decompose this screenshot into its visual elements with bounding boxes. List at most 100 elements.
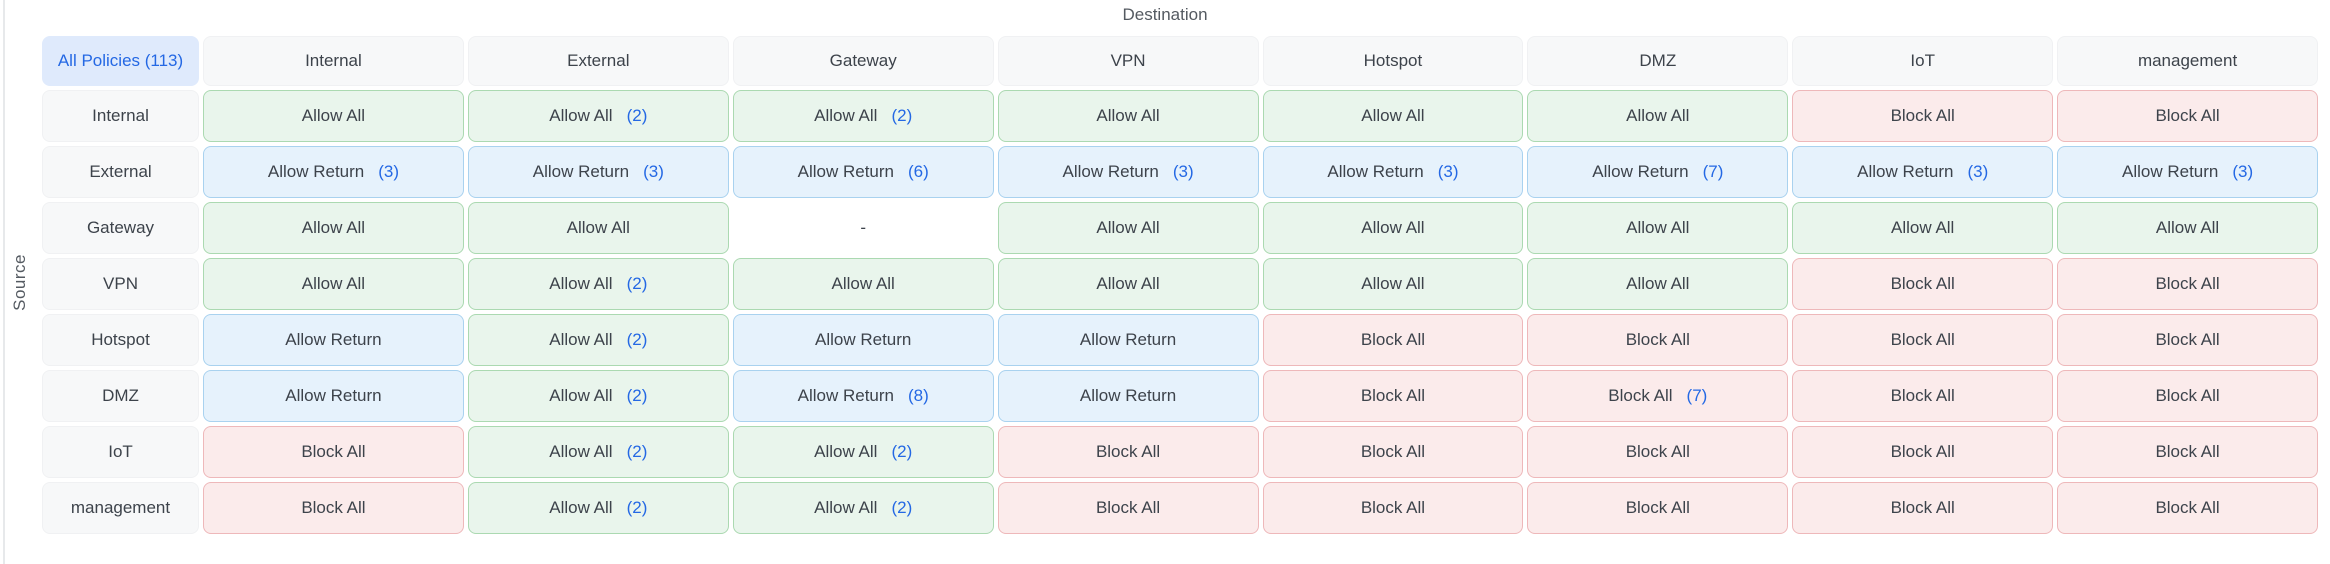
policy-cell-dmz-to-internal[interactable]: Allow Return xyxy=(203,370,464,422)
policy-action-label: Block All xyxy=(1625,330,1690,349)
policy-cell-hotspot-to-management[interactable]: Block All xyxy=(2057,314,2318,366)
policy-cell-vpn-to-gateway[interactable]: Allow All xyxy=(732,258,994,310)
policy-cell-hotspot-to-hotspot[interactable]: Block All xyxy=(1262,314,1524,366)
policy-action-label: Block All xyxy=(1095,498,1161,517)
policy-action-label: Block All xyxy=(1360,498,1426,517)
policy-cell-internal-to-gateway[interactable]: Allow All(2) xyxy=(732,90,994,142)
policy-count-badge: (3) xyxy=(1172,162,1194,181)
policy-cell-gateway-to-dmz[interactable]: Allow All xyxy=(1527,202,1789,254)
policy-cell-hotspot-to-dmz[interactable]: Block All xyxy=(1527,314,1789,366)
policy-action-label: Block All xyxy=(2155,274,2220,293)
policy-cell-iot-to-internal[interactable]: Block All xyxy=(203,426,464,478)
policy-cell-external-to-vpn[interactable]: Allow Return (3) xyxy=(997,146,1259,198)
policy-cell-vpn-to-dmz[interactable]: Allow All xyxy=(1527,258,1789,310)
policy-cell-dmz-to-dmz[interactable]: Block All(7) xyxy=(1527,370,1789,422)
policy-cell-gateway-to-vpn[interactable]: Allow All xyxy=(997,202,1259,254)
policy-action-label: Allow All xyxy=(549,274,613,293)
policy-cell-gateway-to-management[interactable]: Allow All xyxy=(2057,202,2318,254)
policy-action-label: Block All xyxy=(1608,386,1673,405)
policy-cell-iot-to-management[interactable]: Block All xyxy=(2057,426,2318,478)
policy-action-label: Allow Return xyxy=(1062,162,1159,181)
policy-action-label: Allow Return xyxy=(1327,162,1424,181)
policy-cell-hotspot-to-external[interactable]: Allow All(2) xyxy=(467,314,729,366)
column-header-internal: Internal xyxy=(203,36,464,86)
row-header-hotspot: Hotspot xyxy=(42,314,199,366)
policy-cell-vpn-to-management[interactable]: Block All xyxy=(2057,258,2318,310)
policy-cell-dmz-to-gateway[interactable]: Allow Return(8) xyxy=(732,370,994,422)
policy-action-label: Allow All xyxy=(301,274,366,293)
policy-cell-management-to-iot[interactable]: Block All xyxy=(1792,482,2054,534)
policy-cell-internal-to-management[interactable]: Block All xyxy=(2057,90,2318,142)
policy-action-label: Allow All xyxy=(549,330,613,349)
policy-action-label: Allow All xyxy=(1096,106,1160,125)
policy-cell-management-to-gateway[interactable]: Allow All (2) xyxy=(732,482,994,534)
policy-cell-internal-to-dmz[interactable]: Allow All xyxy=(1527,90,1789,142)
policy-cell-vpn-to-hotspot[interactable]: Allow All xyxy=(1262,258,1524,310)
all-policies-button[interactable]: All Policies (113) xyxy=(42,36,199,86)
policy-cell-external-to-dmz[interactable]: Allow Return (7) xyxy=(1527,146,1789,198)
policy-action-label: Block All xyxy=(2155,386,2220,405)
policy-cell-external-to-gateway[interactable]: Allow Return(6) xyxy=(732,146,994,198)
policy-cell-iot-to-vpn[interactable]: Block All xyxy=(997,426,1259,478)
policy-cell-internal-to-internal[interactable]: Allow All xyxy=(203,90,464,142)
policy-cell-management-to-external[interactable]: Allow All(2) xyxy=(467,482,729,534)
column-header-iot: IoT xyxy=(1792,36,2054,86)
policy-cell-management-to-vpn[interactable]: Block All xyxy=(997,482,1259,534)
policy-action-label: Allow All xyxy=(1361,274,1425,293)
policy-cell-gateway-to-internal[interactable]: Allow All xyxy=(203,202,464,254)
policy-action-label: Allow All xyxy=(1626,218,1690,237)
policy-cell-vpn-to-external[interactable]: Allow All(2) xyxy=(467,258,729,310)
policy-action-label: Allow Return xyxy=(1079,330,1177,349)
policy-action-label: Allow All xyxy=(814,498,878,517)
policy-cell-external-to-external[interactable]: Allow Return(3) xyxy=(467,146,729,198)
policy-cell-management-to-dmz[interactable]: Block All xyxy=(1527,482,1789,534)
policy-cell-external-to-internal[interactable]: Allow Return(3) xyxy=(203,146,464,198)
policy-cell-vpn-to-vpn[interactable]: Allow All xyxy=(997,258,1259,310)
policy-count-badge: (2) xyxy=(626,106,648,125)
policy-cell-internal-to-hotspot[interactable]: Allow All xyxy=(1262,90,1524,142)
policy-cell-dmz-to-external[interactable]: Allow All(2) xyxy=(467,370,729,422)
policy-cell-dmz-to-iot[interactable]: Block All xyxy=(1792,370,2054,422)
policy-count-badge: (7) xyxy=(1702,162,1724,181)
policy-count-badge: (3) xyxy=(1437,162,1459,181)
policy-cell-external-to-hotspot[interactable]: Allow Return (3) xyxy=(1262,146,1524,198)
policy-cell-external-to-iot[interactable]: Allow Return(3) xyxy=(1792,146,2054,198)
policy-cell-vpn-to-internal[interactable]: Allow All xyxy=(203,258,464,310)
page-left-divider xyxy=(3,0,5,564)
policy-action-label: Allow All xyxy=(549,106,613,125)
policy-cell-gateway-to-external[interactable]: Allow All xyxy=(467,202,729,254)
policy-count-badge: (2) xyxy=(626,498,648,517)
policy-cell-iot-to-iot[interactable]: Block All xyxy=(1792,426,2054,478)
policy-count-badge: (2) xyxy=(891,498,913,517)
policy-cell-iot-to-hotspot[interactable]: Block All xyxy=(1262,426,1524,478)
policy-cell-dmz-to-hotspot[interactable]: Block All xyxy=(1262,370,1524,422)
policy-action-label: Block All xyxy=(2155,106,2220,125)
policy-cell-hotspot-to-gateway[interactable]: Allow Return xyxy=(732,314,994,366)
source-axis-rail: Source xyxy=(0,0,40,564)
policy-cell-iot-to-gateway[interactable]: Allow All(2) xyxy=(732,426,994,478)
policy-cell-gateway-to-iot[interactable]: Allow All xyxy=(1792,202,2054,254)
policy-count-badge: (2) xyxy=(891,442,913,461)
policy-action-label: Allow Return xyxy=(1592,162,1689,181)
policy-action-label: Block All xyxy=(1625,498,1690,517)
policy-cell-hotspot-to-iot[interactable]: Block All xyxy=(1792,314,2054,366)
policy-cell-internal-to-external[interactable]: Allow All (2) xyxy=(467,90,729,142)
policy-cell-management-to-internal[interactable]: Block All xyxy=(203,482,464,534)
policy-action-label: Block All xyxy=(2155,330,2220,349)
policy-cell-internal-to-iot[interactable]: Block All xyxy=(1792,90,2054,142)
policy-cell-hotspot-to-vpn[interactable]: Allow Return xyxy=(997,314,1259,366)
policy-cell-management-to-hotspot[interactable]: Block All xyxy=(1262,482,1524,534)
policy-cell-internal-to-vpn[interactable]: Allow All xyxy=(997,90,1259,142)
row-header-management: management xyxy=(42,482,199,534)
policy-cell-iot-to-external[interactable]: Allow All(2) xyxy=(467,426,729,478)
policy-action-label: Block All xyxy=(301,442,366,461)
policy-cell-gateway-to-hotspot[interactable]: Allow All xyxy=(1262,202,1524,254)
policy-cell-external-to-management[interactable]: Allow Return(3) xyxy=(2057,146,2318,198)
policy-cell-vpn-to-iot[interactable]: Block All xyxy=(1792,258,2054,310)
policy-cell-hotspot-to-internal[interactable]: Allow Return xyxy=(203,314,464,366)
policy-cell-dmz-to-management[interactable]: Block All xyxy=(2057,370,2318,422)
policy-cell-management-to-management[interactable]: Block All xyxy=(2057,482,2318,534)
policy-count-badge: (6) xyxy=(907,162,929,181)
policy-cell-iot-to-dmz[interactable]: Block All xyxy=(1527,426,1789,478)
policy-cell-dmz-to-vpn[interactable]: Allow Return xyxy=(997,370,1259,422)
